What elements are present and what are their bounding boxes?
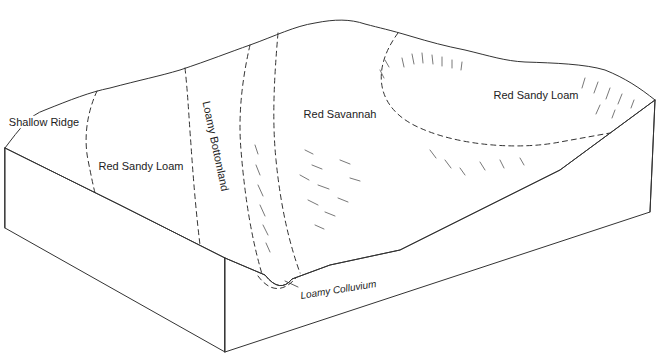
left-face (5, 148, 225, 352)
right-face (225, 100, 655, 352)
region-label: Loamy Bottomland (200, 98, 232, 194)
boundary-line (274, 33, 300, 273)
front-top-edge (5, 100, 655, 286)
leader-line (285, 281, 298, 287)
region-label: Shallow Ridge (7, 116, 81, 128)
block-edges (5, 100, 655, 352)
slope-hatching (255, 53, 634, 252)
boundary-line (381, 33, 610, 146)
boundary-line (86, 91, 97, 193)
ridge-skyline (5, 20, 655, 148)
hatch-mark (582, 78, 634, 118)
boundary-line (240, 45, 262, 274)
hatch-mark (380, 53, 462, 78)
region-label: Red Sandy Loam (492, 89, 581, 101)
boundary-line (258, 276, 296, 289)
hatch-mark (255, 145, 270, 252)
region-label: Red Savannah (302, 108, 379, 120)
hatch-mark (430, 150, 524, 175)
hatch-mark (300, 150, 360, 229)
region-label: Red Sandy Loam (97, 160, 186, 172)
callout-label: Loamy Colluvium (297, 277, 378, 300)
boundary-line (185, 68, 200, 245)
soil-boundaries (86, 33, 610, 289)
